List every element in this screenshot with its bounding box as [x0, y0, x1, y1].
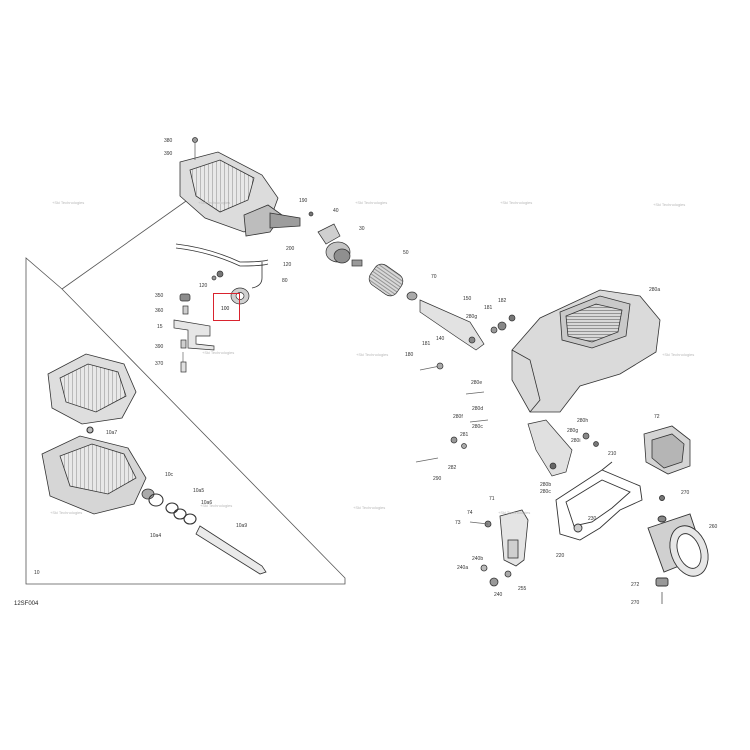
tube-260: [647, 495, 709, 604]
part-callout-74: 74: [467, 510, 473, 516]
part-callout-390: 390: [155, 344, 164, 350]
part-callout-210: 210: [608, 451, 617, 457]
part-callout-71: 71: [489, 496, 495, 502]
part-callout-280e: 280e: [471, 380, 483, 386]
part-callout-281: 281: [460, 432, 469, 438]
part-callout-70: 70: [431, 274, 437, 280]
mount-hardware: [415, 391, 599, 477]
part-callout-220: 220: [556, 553, 565, 559]
part-callout-40: 40: [333, 208, 339, 214]
part-callout-120: 120: [199, 283, 208, 289]
part-callout-380: 380: [164, 138, 173, 144]
part-callout-280a: 280a: [649, 287, 661, 293]
inset-rings: [86, 426, 197, 525]
part-callout-282: 282: [448, 465, 457, 471]
watermark-text: +Ski Technologies: [198, 200, 231, 205]
part-callout-260: 260: [709, 524, 718, 530]
part-callout-360: 360: [155, 308, 164, 314]
part-callout-390: 390: [164, 151, 173, 157]
part-callout-255: 255: [518, 586, 527, 592]
part-callout-190: 190: [299, 198, 308, 204]
part-callout-10a9: 10a9: [236, 523, 248, 529]
throttle-body-72: [643, 425, 691, 475]
watermark-text: +Ski Technologies: [50, 510, 83, 515]
part-callout-280d: 280d: [472, 406, 484, 412]
part-callout-240: 240: [494, 592, 503, 598]
watermark-text: +Ski Technologies: [52, 200, 85, 205]
part-callout-280b: 280b: [540, 482, 552, 488]
watermark-text: +Ski Technologies: [202, 350, 235, 355]
highlight-box-part-100[interactable]: [213, 293, 240, 321]
part-callout-50: 50: [403, 250, 409, 256]
watermark-text: +Ski Technologies: [498, 510, 531, 515]
watermark-text: +Ski Technologies: [355, 200, 388, 205]
watermark-text: +Ski Technologies: [500, 200, 533, 205]
watermark-text: +Ski Technologies: [662, 352, 695, 357]
part-callout-350: 350: [155, 293, 164, 299]
part-callout-280c: 280c: [472, 424, 483, 430]
shaft-assembly: [308, 211, 516, 371]
frame-210: [555, 461, 643, 541]
airbox-280a: [511, 289, 661, 413]
part-callout-72: 72: [654, 414, 660, 420]
part-callout-73: 73: [455, 520, 461, 526]
highlight-label: 100: [221, 306, 230, 312]
part-callout-10c: 10c: [165, 472, 174, 478]
part-callout-10a6: 10a6: [201, 500, 213, 506]
part-callout-182: 182: [498, 298, 507, 304]
part-callout-240b: 240b: [472, 556, 484, 562]
part-callout-270: 270: [631, 600, 640, 606]
part-callout-10a4: 10a4: [150, 533, 162, 539]
strap-part-80: [175, 243, 269, 289]
part-callout-181: 181: [484, 305, 493, 311]
small-parts-left: [173, 270, 250, 373]
part-callout-10a5: 10a5: [193, 488, 205, 494]
part-callout-10: 10: [34, 570, 40, 576]
part-callout-15: 15: [157, 324, 163, 330]
watermark-text: +Ski Technologies: [200, 503, 233, 508]
watermark-text: +Ski Technologies: [356, 352, 389, 357]
part-callout-280h: 280h: [577, 418, 589, 424]
part-callout-280f: 280f: [453, 414, 463, 420]
compressor-housing-top: [179, 137, 301, 237]
part-callout-290: 290: [433, 476, 442, 482]
part-callout-280g: 280g: [466, 314, 478, 320]
part-callout-120: 120: [283, 262, 292, 268]
part-callout-230: 230: [588, 516, 597, 522]
part-callout-80: 80: [282, 278, 288, 284]
part-callout-280i: 280i: [571, 438, 581, 444]
part-callout-10a7: 10a7: [106, 430, 118, 436]
inset-housing: [41, 435, 155, 515]
part-callout-280c: 280c: [540, 489, 551, 495]
watermark-text: +Ski Technologies: [353, 505, 386, 510]
part-callout-150: 150: [463, 296, 472, 302]
part-callout-240a: 240a: [457, 565, 469, 571]
part-callout-30: 30: [359, 226, 365, 232]
part-callout-270: 270: [681, 490, 690, 496]
part-callout-272: 272: [631, 582, 640, 588]
part-callout-140: 140: [436, 336, 445, 342]
part-callout-181: 181: [422, 341, 431, 347]
part-callout-280g: 280g: [567, 428, 579, 434]
watermark-text: +Ski Technologies: [653, 202, 686, 207]
inset-shaft-10a9: [195, 525, 267, 575]
part-callout-370: 370: [155, 361, 164, 367]
part-callout-200: 200: [286, 246, 295, 252]
inset-cover: [47, 353, 137, 425]
diagram-code: 12SF004: [14, 601, 39, 607]
part-callout-180: 180: [405, 352, 414, 358]
bracket-71: [469, 509, 529, 587]
